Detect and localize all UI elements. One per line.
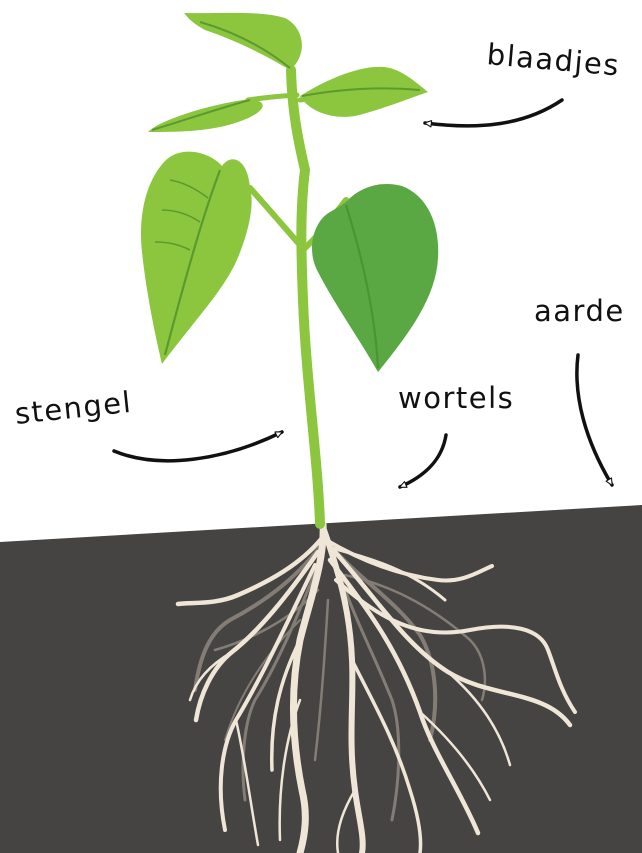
arrow-blaadjes: [425, 100, 562, 126]
leaves: [141, 13, 438, 372]
upper-left-leaf: [148, 99, 263, 132]
top-leaf: [184, 13, 302, 70]
stem: [248, 70, 346, 524]
arrow-aarde: [577, 355, 612, 485]
label-soil: aarde: [534, 297, 625, 326]
upper-right-leaf: [300, 67, 428, 117]
label-roots: wortels: [398, 384, 514, 413]
left-heart-leaf: [141, 152, 252, 364]
arrow-wortels: [400, 435, 446, 487]
arrow-stengel: [114, 432, 282, 461]
